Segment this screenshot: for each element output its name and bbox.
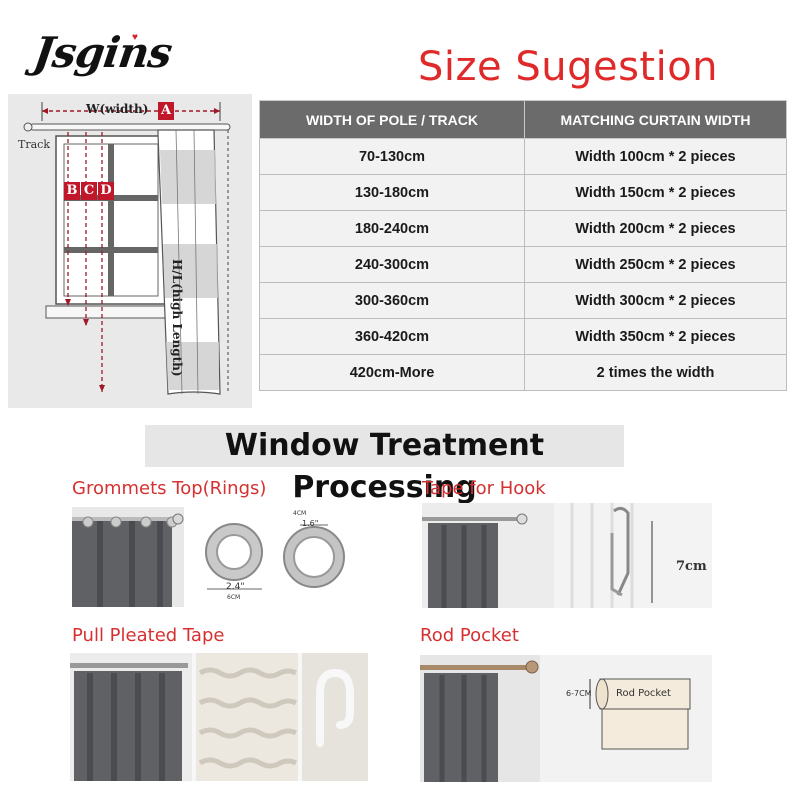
tape-hook-photo: 7cm <box>422 503 712 608</box>
curtain-size-diagram: W(width) A Track B C D H/L(high Length) <box>8 94 252 408</box>
grommet-large-in: 2.4" <box>226 582 245 592</box>
grommet-small-cm: 4CM <box>293 510 307 517</box>
curtain-width-cell: Width 250cm * 2 pieces <box>524 246 787 283</box>
curtain-width-cell: Width 150cm * 2 pieces <box>524 174 787 211</box>
table-row: 300-360cm Width 300cm * 2 pieces <box>259 282 787 319</box>
tape-hook-drawing <box>422 503 712 608</box>
grommet-small-in: 1.6" <box>302 519 319 528</box>
header-pole-width: WIDTH OF POLE / TRACK <box>259 100 525 139</box>
window-curtain-drawing <box>23 102 231 395</box>
grommets-label: Grommets Top(Rings) <box>72 478 267 499</box>
table-row: 70-130cm Width 100cm * 2 pieces <box>259 138 787 175</box>
table-row: 420cm-More 2 times the width <box>259 354 787 391</box>
table-header-row: WIDTH OF POLE / TRACK MATCHING CURTAIN W… <box>259 100 787 139</box>
track-label: Track <box>18 138 50 151</box>
pole-width-cell: 240-300cm <box>259 246 525 283</box>
grommet-curtain-drawing <box>72 507 368 607</box>
pull-pleated-drawing <box>70 653 368 781</box>
heart-icon: ♥ <box>132 32 138 43</box>
pull-pleated-label: Pull Pleated Tape <box>72 625 225 646</box>
tape-hook-label: Tape for Hook <box>422 478 546 499</box>
rod-pocket-photo: 6-7CM Rod Pocket <box>420 655 712 782</box>
grommet-large-cm: 6CM <box>227 594 241 601</box>
measure-box-c: C <box>81 182 97 200</box>
rod-pocket-label: Rod Pocket <box>420 625 519 646</box>
width-label: W(width) <box>86 102 149 116</box>
rod-pocket-drawing <box>420 655 712 782</box>
measure-box-b: B <box>64 182 80 200</box>
curtain-width-cell: Width 300cm * 2 pieces <box>524 282 787 319</box>
pole-width-cell: 180-240cm <box>259 210 525 247</box>
size-suggestion-title: Size Sugestion <box>418 44 719 90</box>
pole-width-cell: 360-420cm <box>259 318 525 355</box>
header-curtain-width: MATCHING CURTAIN WIDTH <box>524 100 787 139</box>
tape-hook-dimension: 7cm <box>676 559 707 574</box>
table-row: 130-180cm Width 150cm * 2 pieces <box>259 174 787 211</box>
table-row: 240-300cm Width 250cm * 2 pieces <box>259 246 787 283</box>
curtain-width-cell: Width 350cm * 2 pieces <box>524 318 787 355</box>
measure-box-d: D <box>98 182 114 200</box>
curtain-width-cell: Width 100cm * 2 pieces <box>524 138 787 175</box>
brand-logo: Jsgins <box>30 28 175 77</box>
pole-width-cell: 300-360cm <box>259 282 525 319</box>
curtain-width-cell: Width 200cm * 2 pieces <box>524 210 787 247</box>
pole-width-cell: 70-130cm <box>259 138 525 175</box>
grommets-photo: 4CM 1.6" 2.4" 6CM <box>72 507 368 607</box>
rod-pocket-dimension: 6-7CM <box>566 689 592 698</box>
height-length-label: H/L(high Length) <box>170 259 184 377</box>
size-suggestion-table: WIDTH OF POLE / TRACK MATCHING CURTAIN W… <box>259 100 787 391</box>
measure-box-a: A <box>158 102 174 120</box>
pole-width-cell: 130-180cm <box>259 174 525 211</box>
treatment-section-title: Window Treatment Processing <box>145 425 624 505</box>
table-row: 360-420cm Width 350cm * 2 pieces <box>259 318 787 355</box>
rod-pocket-inner-label: Rod Pocket <box>616 688 671 699</box>
table-row: 180-240cm Width 200cm * 2 pieces <box>259 210 787 247</box>
curtain-width-cell: 2 times the width <box>524 354 787 391</box>
pole-width-cell: 420cm-More <box>259 354 525 391</box>
pull-pleated-photo <box>70 653 368 781</box>
